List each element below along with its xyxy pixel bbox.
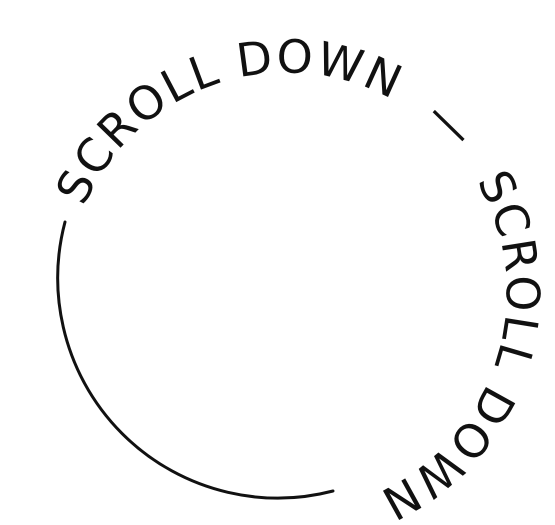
ring-text: SCROLL DOWN — SCROLL DOWN — [45, 29, 550, 525]
ring-text-second: SCROLL DOWN — [372, 162, 550, 525]
ring-text-first: SCROLL DOWN — [45, 29, 412, 212]
ring-arc — [56, 220, 335, 500]
ring-separator: — — [416, 88, 488, 160]
